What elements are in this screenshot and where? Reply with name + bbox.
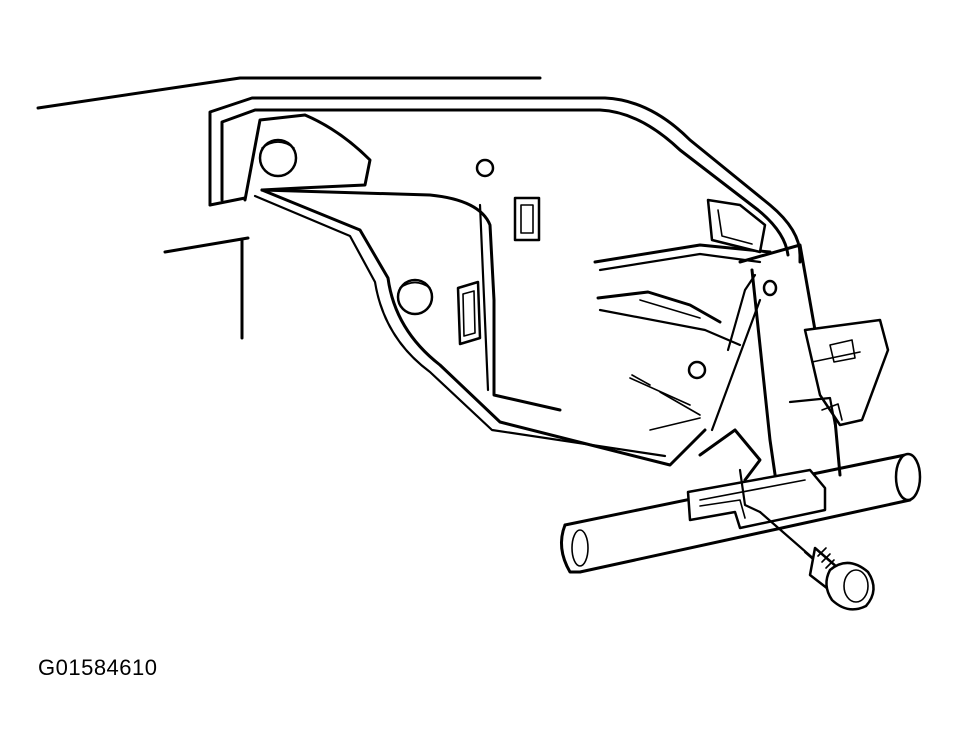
upper-bolt-icon [258,138,298,178]
frame-rail [208,96,802,264]
body-panel-outline [36,76,542,340]
mounting-holes [475,158,778,380]
figure-id-label: G01584610 [38,655,158,680]
inner-tray [593,243,772,431]
bracket-plate [243,113,707,467]
side-clip [788,318,890,432]
middle-bolt-icon [396,278,434,316]
upper-inner-bracket [706,198,767,254]
fastener-bolt-icon [758,510,875,611]
mounting-foot [686,468,827,530]
leader-lines [631,374,701,416]
slot-openings [456,196,541,346]
